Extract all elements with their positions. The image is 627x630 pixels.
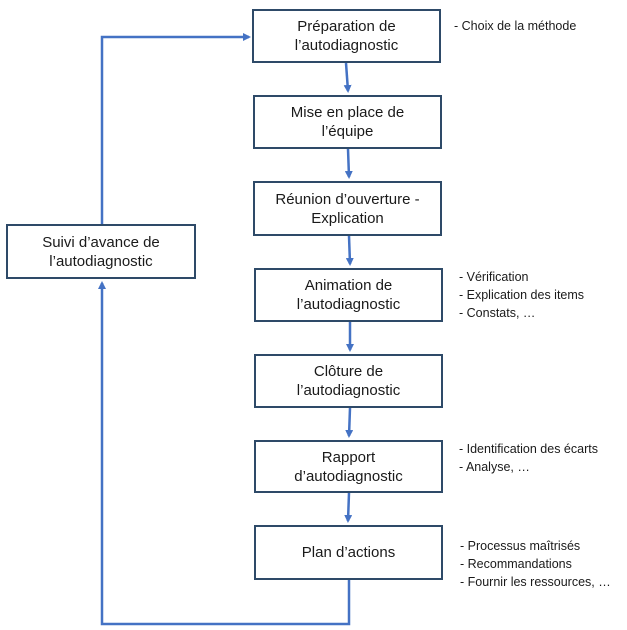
step-rapport-label: Rapport d’autodiagnostic [294, 448, 403, 485]
note-item: - Vérification [459, 270, 529, 284]
step-mise-en-place-equipe-label: Mise en place de l’équipe [290, 104, 405, 140]
note-item: - Analyse, … [459, 460, 530, 474]
note-item: - Fournir les ressources, … [460, 575, 611, 589]
step-reunion-ouverture-label: Réunion d’ouverture - Explication [275, 190, 420, 227]
note-preparation: - Choix de la méthode [454, 17, 576, 35]
note-item: - Recommandations [460, 557, 572, 571]
step-suivi-avance-label: Suivi d’avance de l’autodiagnostic [42, 233, 160, 270]
arrow-suivi-to-preparation [100, 33, 251, 224]
note-item: - Processus maîtrisés [460, 539, 581, 553]
arrow-rapport-to-plan [344, 492, 353, 523]
note-item: - Identification des écarts [459, 442, 598, 456]
arrow-equipe-to-reunion [344, 148, 353, 179]
note-rapport: - Identification des écarts - Analyse, … [459, 440, 598, 476]
step-animation: Animation de l’autodiagnostic [254, 268, 443, 322]
step-suivi-avance: Suivi d’avance de l’autodiagnostic [6, 224, 196, 279]
step-mise-en-place-equipe: Mise en place de l’équipe [253, 95, 442, 149]
step-reunion-ouverture: Réunion d’ouverture - Explication [253, 181, 442, 236]
step-animation-label: Animation de l’autodiagnostic [296, 277, 401, 313]
arrow-plan-to-suivi [98, 281, 351, 626]
step-plan-actions: Plan d’actions [254, 525, 443, 580]
arrow-preparation-to-equipe [343, 62, 352, 93]
step-cloture: Clôture de l’autodiagnostic [254, 354, 443, 408]
step-plan-actions-label: Plan d’actions [301, 544, 396, 561]
note-item: - Constats, … [459, 306, 536, 320]
note-item: - Explication des items [459, 288, 585, 302]
step-preparation-label: Préparation de l’autodiagnostic [294, 18, 399, 54]
note-plan: - Processus maîtrisés - Recommandations … [460, 537, 611, 591]
step-rapport: Rapport d’autodiagnostic [254, 440, 443, 493]
arrow-reunion-to-animation [345, 235, 354, 266]
note-animation: - Vérification - Explication des items -… [459, 268, 584, 322]
note-item: - Choix de la méthode [454, 19, 577, 33]
step-preparation: Préparation de l’autodiagnostic [252, 9, 441, 63]
step-cloture-label: Clôture de l’autodiagnostic [296, 363, 401, 399]
arrow-cloture-to-rapport [345, 407, 354, 438]
